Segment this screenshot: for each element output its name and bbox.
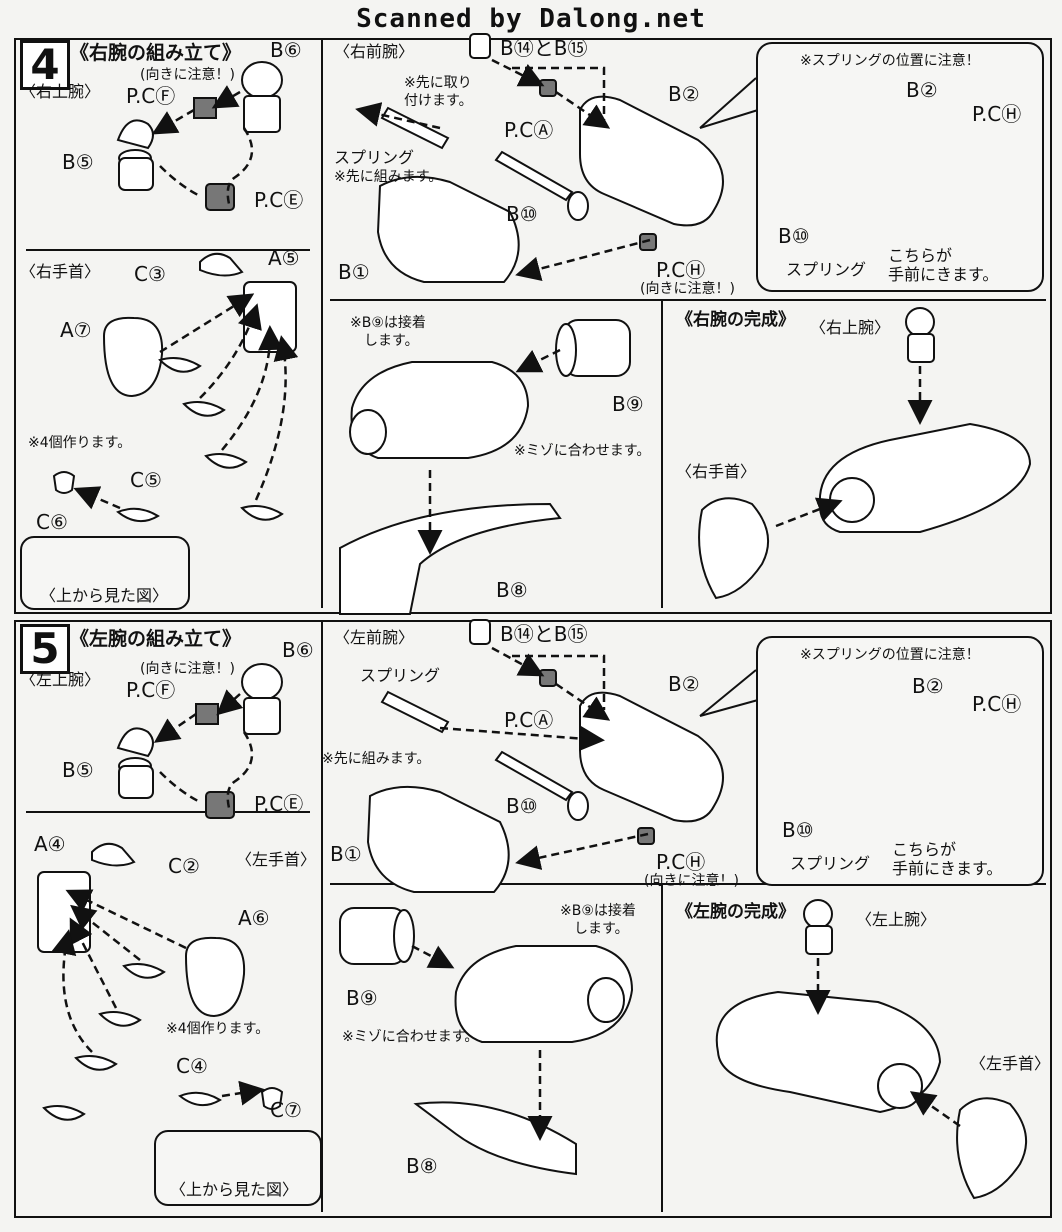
step5-forearm-header: 〈左前腕〉 — [334, 628, 415, 647]
label-c4: C④ — [176, 1054, 208, 1078]
complete-wrist-label: 〈左手首〉 — [970, 1054, 1051, 1073]
label-c7: C⑦ — [270, 1098, 302, 1122]
label-b9: B⑨ — [346, 986, 378, 1010]
label-b10: B⑩ — [506, 794, 538, 818]
step4-spring-callout — [756, 42, 1044, 292]
label-pca: P.CⒶ — [504, 118, 554, 142]
label-pca: P.CⒶ — [504, 708, 554, 732]
step4-frame — [14, 38, 1052, 614]
label-c2: C② — [168, 854, 200, 878]
label-b14-b15: B⑭とB⑮ — [500, 36, 588, 60]
callout-b10: B⑩ — [782, 818, 814, 842]
topview-caption: 〈上から見た図〉 — [40, 586, 169, 605]
label-b14-b15: B⑭とB⑮ — [500, 622, 588, 646]
step4-forearm-header: 〈右前腕〉 — [334, 42, 415, 61]
label-b5: B⑤ — [62, 758, 94, 782]
step4-number: 4 — [20, 40, 70, 90]
step5-wrist-header: 〈左手首〉 — [236, 850, 317, 869]
label-pcf: P.CⒻ — [126, 84, 176, 108]
callout-b10: B⑩ — [778, 224, 810, 248]
make-four-note: ※4個作ります。 — [28, 435, 132, 451]
label-b2: B② — [668, 82, 700, 106]
left-arm-complete-title: 《左腕の完成》 — [676, 902, 795, 922]
step5-topview-box — [154, 1130, 322, 1206]
label-pce: P.CⒺ — [254, 188, 304, 212]
complete-wrist-label: 〈右手首〉 — [676, 462, 757, 481]
step5-spring-callout — [756, 636, 1044, 886]
glue-note: ※B⑨は接着 します。 — [350, 315, 426, 350]
glue-note: ※B⑨は接着 します。 — [560, 903, 636, 938]
label-c5: C⑤ — [130, 468, 162, 492]
caution-note: (向きに注意！) — [140, 661, 235, 677]
step4-wrist-header: 〈右手首〉 — [20, 262, 101, 281]
label-b10: B⑩ — [506, 202, 538, 226]
label-pch: P.CⒽ — [656, 850, 706, 874]
label-a6: A⑥ — [238, 906, 270, 930]
callout-spring: スプリング — [786, 260, 867, 279]
label-pch: P.CⒽ — [656, 258, 706, 282]
label-spring: スプリング — [360, 666, 441, 685]
step4-topview-box — [20, 536, 190, 610]
label-b8: B⑧ — [406, 1154, 438, 1178]
pch-caution: (向きに注意！) — [644, 873, 739, 889]
make-four-note: ※4個作ります。 — [166, 1021, 270, 1037]
callout-front: こちらが 手前にきます。 — [892, 840, 1003, 879]
step5-frame — [14, 620, 1052, 1218]
attach-first-note: ※先に取り 付けます。 — [404, 75, 473, 110]
label-b2: B② — [668, 672, 700, 696]
label-pcf: P.CⒻ — [126, 678, 176, 702]
step5-title: 《左腕の組み立て》 — [70, 628, 242, 650]
label-c6: C⑥ — [36, 510, 68, 534]
scan-banner: Scanned by Dalong.net — [356, 4, 706, 34]
label-b1: B① — [330, 842, 362, 866]
callout-front: こちらが 手前にきます。 — [888, 246, 999, 285]
label-a4: A④ — [34, 832, 66, 856]
callout-b2: B② — [906, 78, 938, 102]
label-a5: A⑤ — [268, 246, 300, 270]
callout-pch: P.CⒽ — [972, 692, 1022, 716]
spring-first-note: ※先に組みます。 — [334, 169, 443, 185]
step4-upper-arm-header: 〈右上腕〉 — [20, 82, 101, 101]
groove-note: ※ミゾに合わせます。 — [342, 1029, 479, 1045]
spring-first-note: ※先に組みます。 — [322, 751, 431, 767]
step4-title: 《右腕の組み立て》 — [70, 42, 242, 64]
label-c3: C③ — [134, 262, 166, 286]
step5-number: 5 — [20, 624, 70, 674]
callout-b2: B② — [912, 674, 944, 698]
label-b6: B⑥ — [270, 38, 302, 62]
label-a7: A⑦ — [60, 318, 92, 342]
label-b8: B⑧ — [496, 578, 528, 602]
step5-upper-arm-header: 〈左上腕〉 — [20, 670, 101, 689]
label-spring: スプリング — [334, 148, 415, 167]
complete-upper-label: 〈右上腕〉 — [810, 318, 891, 337]
callout-title: ※スプリングの位置に注意！ — [800, 53, 980, 69]
label-b6: B⑥ — [282, 638, 314, 662]
callout-title: ※スプリングの位置に注意！ — [800, 647, 980, 663]
right-arm-complete-title: 《右腕の完成》 — [676, 310, 795, 330]
label-b9: B⑨ — [612, 392, 644, 416]
label-b5: B⑤ — [62, 150, 94, 174]
groove-note: ※ミゾに合わせます。 — [514, 443, 651, 459]
callout-spring: スプリング — [790, 854, 871, 873]
topview-caption: 〈上から見た図〉 — [170, 1180, 299, 1199]
label-b1: B① — [338, 260, 370, 284]
complete-upper-label: 〈左上腕〉 — [856, 910, 937, 929]
pch-caution: (向きに注意！) — [640, 281, 735, 297]
label-pce: P.CⒺ — [254, 792, 304, 816]
callout-pch: P.CⒽ — [972, 102, 1022, 126]
caution-note: (向きに注意！) — [140, 67, 235, 83]
